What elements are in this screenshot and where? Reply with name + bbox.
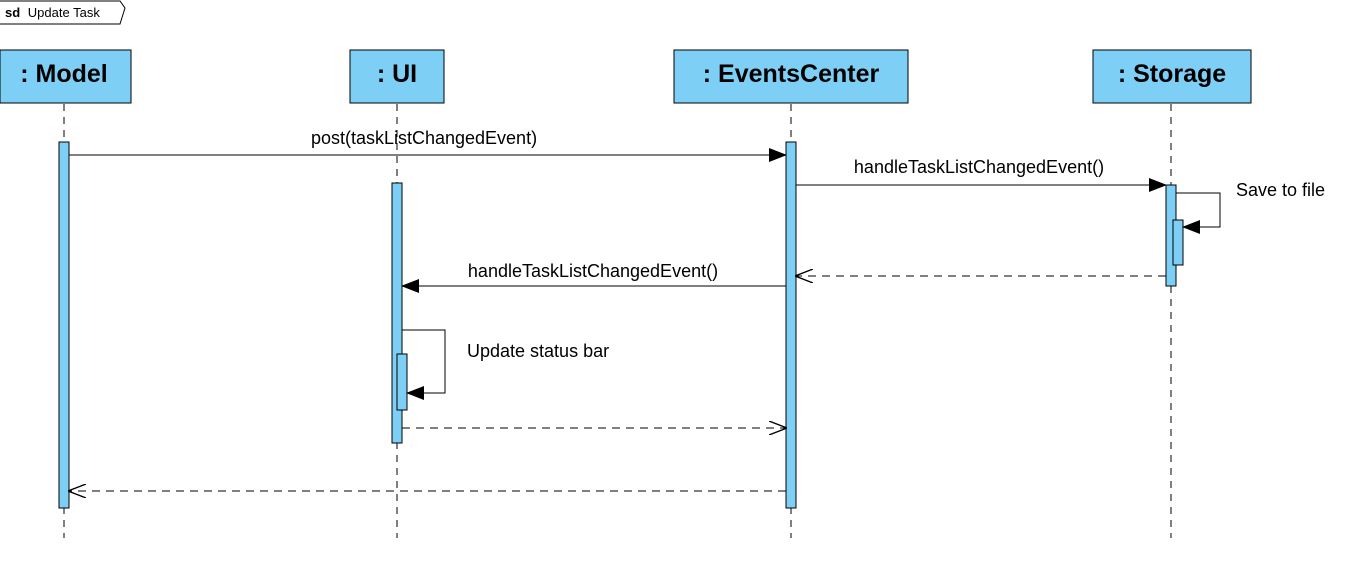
lifeline-storage: : Storage [1092,49,1252,104]
message-update-status-label: Update status bar [467,341,609,361]
lifeline-ui-label: : UI [377,60,417,88]
frame-name: Update Task [28,5,101,20]
message-post-label: post(taskListChangedEvent) [311,128,537,148]
lifeline-model: : Model [0,49,132,104]
message-labels: post(taskListChangedEvent) handleTaskLis… [311,128,1325,361]
activation-ui-nested [396,353,408,411]
lifeline-events-label: : EventsCenter [703,60,880,88]
message-handle-ui-label: handleTaskListChangedEvent() [468,261,718,281]
activation-events [785,141,797,509]
activation-storage-nested [1172,219,1184,266]
frame-keyword: sd [5,5,20,20]
lifeline-storage-label: : Storage [1118,60,1226,88]
message-save-arrow [1176,192,1221,234]
messages [69,148,1221,491]
activations [58,141,1184,509]
lifeline-model-label: : Model [20,60,108,88]
message-save-label: Save to file [1236,180,1325,200]
frame-tab: sd Update Task [0,0,126,25]
lifeline-events: : EventsCenter [673,49,909,104]
lifeline-heads: : Model : UI : EventsCenter : Storage [0,49,1252,104]
activation-ui [391,182,403,444]
activation-model [58,141,70,509]
frame-title: sd Update Task [5,5,100,20]
message-handle-storage-label: handleTaskListChangedEvent() [854,157,1104,177]
lifeline-ui: : UI [349,49,445,104]
message-update-status-arrow [402,329,446,400]
